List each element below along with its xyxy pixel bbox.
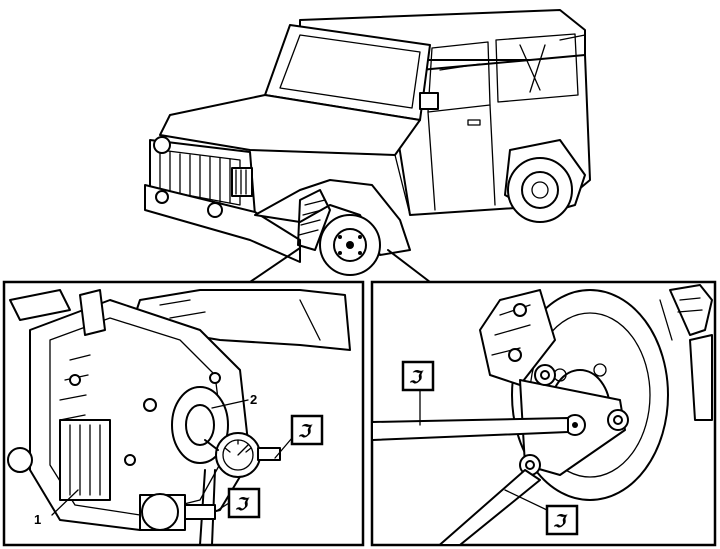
detail-panel-right: ℑ ℑ [370,280,717,547]
special-tool-icon: ℑ [504,489,579,536]
detail-leader-lines [249,247,431,283]
special-tool-icon: ℑ [401,360,435,392]
special-tool-icon: ℑ [217,487,261,519]
vehicle-illustration [144,9,591,276]
callout-label-2: 2 [250,392,257,407]
svg-text:ℑ: ℑ [553,512,568,532]
detail-panel-left: 2 1 ℑ ℑ [2,280,365,547]
svg-text:ℑ: ℑ [409,368,424,388]
callout-label-1: 1 [34,512,41,527]
special-tool-icon: ℑ [274,414,324,459]
svg-text:ℑ: ℑ [235,495,250,515]
svg-text:ℑ: ℑ [298,422,313,442]
